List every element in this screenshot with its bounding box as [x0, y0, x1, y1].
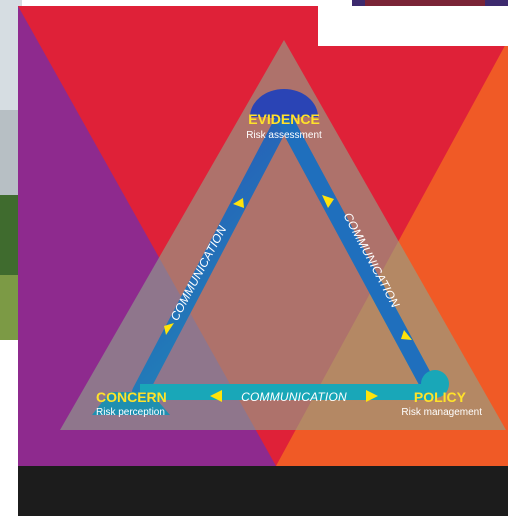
background-photo-left — [0, 0, 22, 470]
node-policy-subtitle: Risk management — [401, 407, 482, 418]
node-top-cap — [250, 89, 318, 117]
edge-bottom-label: COMMUNICATION — [241, 390, 347, 404]
arrow-bottom-left — [210, 390, 222, 402]
arrow-left-side-down — [164, 323, 174, 335]
node-policy-title: POLICY — [414, 389, 467, 405]
communication-arrows — [164, 195, 412, 402]
arrow-right-side-up — [322, 195, 334, 208]
arrow-right-side-down — [401, 330, 412, 340]
node-evidence-title: EVIDENCE — [248, 111, 320, 127]
node-concern-title: CONCERN — [96, 389, 167, 405]
top-right-inset — [318, 6, 508, 46]
arrow-bottom-right — [366, 390, 378, 402]
node-evidence-subtitle: Risk assessment — [246, 130, 322, 141]
arrow-left-side-up — [233, 198, 244, 208]
node-left-cap — [92, 392, 170, 415]
footer-band — [18, 466, 508, 516]
node-concern-subtitle: Risk perception — [96, 407, 165, 418]
